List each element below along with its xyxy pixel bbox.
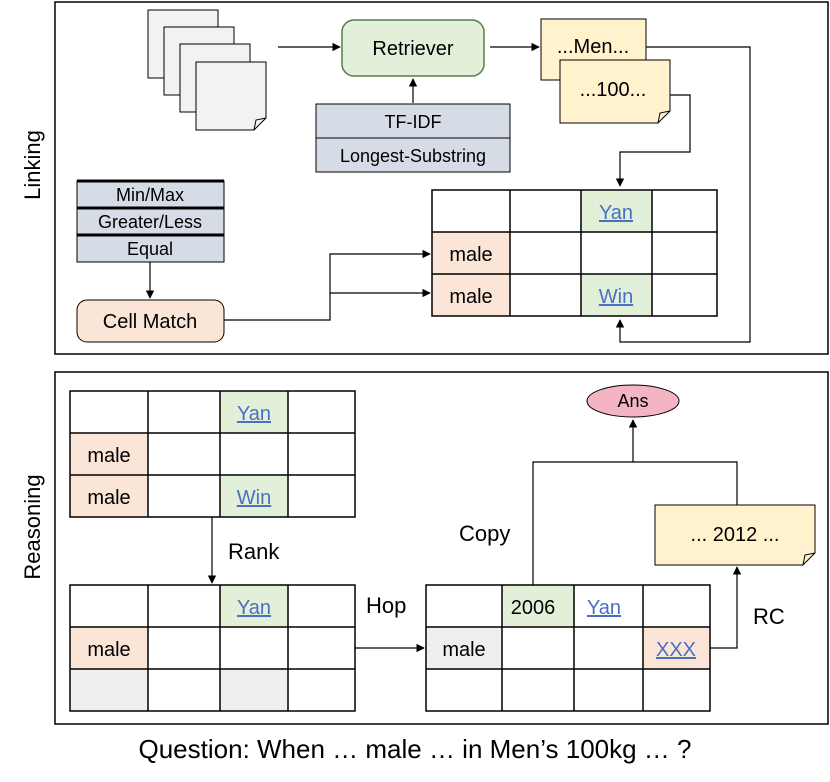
longest-substring-box: [315, 137, 511, 173]
retriever-label: Retriever: [372, 38, 453, 60]
answer-node: [586, 384, 680, 418]
table-cell-link[interactable]: Yan: [599, 202, 633, 224]
table-cell: male: [449, 286, 492, 308]
table-cell-link[interactable]: XXX: [656, 639, 696, 661]
table-cell: male: [87, 445, 130, 467]
reasoning-table-3: 2006 Yan male XXX: [425, 584, 711, 712]
table-cell: male: [87, 639, 130, 661]
cell-match-box: [76, 299, 225, 343]
table-cell: 2006: [511, 597, 556, 619]
rc-label: RC: [753, 604, 785, 629]
reasoning-section-label: Reasoning: [20, 474, 45, 579]
table-cell-link[interactable]: Win: [599, 286, 633, 308]
equal-box: [76, 234, 225, 263]
question-caption: Question: When … male … in Men’s 100kg ……: [138, 734, 692, 764]
cell-match-label: Cell Match: [103, 311, 197, 333]
pipeline-diagram: Linking Retriever TF-IDF Longest-Substri…: [20, 1, 829, 725]
linking-table: Yan male male Win: [431, 189, 718, 317]
min-max-label: Min/Max: [116, 185, 184, 205]
passage-men-text: ...Men...: [557, 36, 629, 58]
answer-label: Ans: [617, 391, 648, 411]
passage-100-text: ...100...: [580, 79, 647, 101]
copy-label: Copy: [459, 521, 510, 546]
tfidf-box: [315, 103, 511, 139]
table-cell: male: [87, 487, 130, 509]
passage-2012: ... 2012 ...: [654, 504, 816, 566]
equal-label: Equal: [127, 239, 173, 259]
longest-substring-label: Longest-Substring: [340, 146, 486, 166]
tfidf-label: TF-IDF: [385, 112, 442, 132]
table-cell-link[interactable]: Yan: [587, 597, 621, 619]
document-stack-icon: [147, 9, 267, 131]
passage-100: ...100...: [559, 59, 671, 124]
linking-panel: [54, 1, 829, 355]
table-cell-link[interactable]: Yan: [237, 403, 271, 425]
linking-section-label: Linking: [20, 130, 45, 200]
table-cell: male: [442, 639, 485, 661]
hop-label: Hop: [366, 593, 406, 618]
rank-label: Rank: [228, 539, 280, 564]
table-cell-link[interactable]: Win: [237, 487, 271, 509]
reasoning-table-2: Yan male: [69, 584, 356, 712]
reasoning-table-1: Yan male male Win: [69, 390, 356, 518]
passage-2012-text: ... 2012 ...: [691, 524, 780, 546]
table-cell-link[interactable]: Yan: [237, 597, 271, 619]
retriever-box: [341, 19, 485, 77]
greater-less-label: Greater/Less: [98, 212, 202, 232]
reasoning-panel: [54, 371, 829, 725]
table-cell: male: [449, 244, 492, 266]
